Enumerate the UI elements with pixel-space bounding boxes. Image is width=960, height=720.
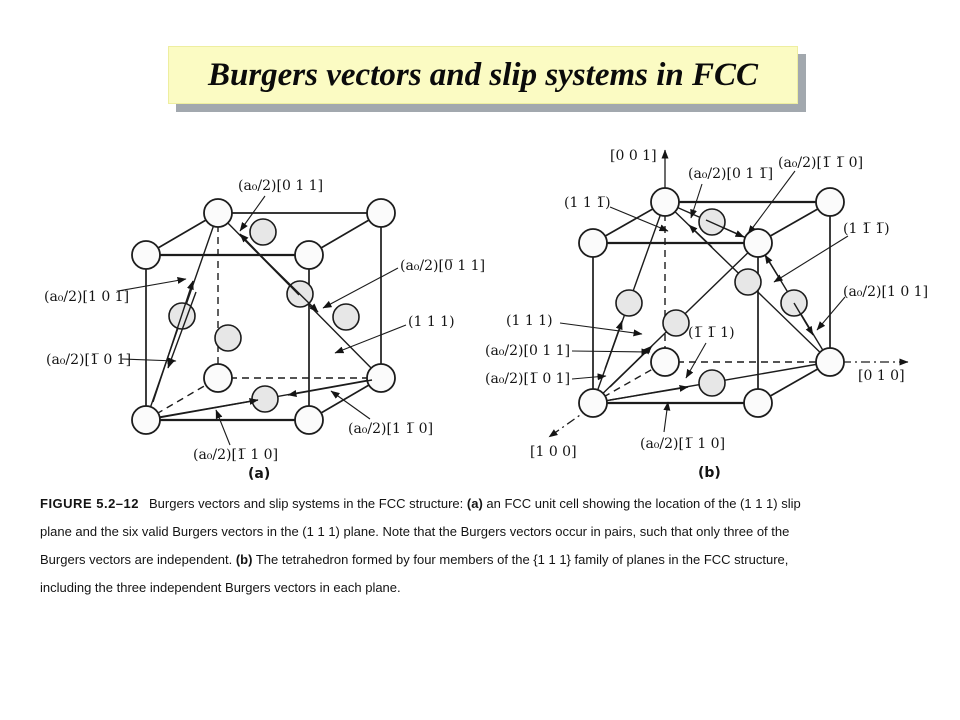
atom (203, 363, 233, 393)
subfigure-a-label: (a) (248, 466, 270, 482)
caption-text: Burgers vectors and slip systems in the … (149, 496, 467, 511)
leader-lines-a (117, 195, 407, 446)
label-a-burgers-0bar11: (a₀/2)[0̅ 1 1] (400, 258, 485, 274)
label-b-plane-1bar1bar1: (1̅ 1̅ 1) (688, 325, 735, 341)
atoms-a (131, 198, 396, 435)
atom (578, 228, 608, 258)
label-a-burgers-11bar0: (a₀/2)[1 1̅ 0] (348, 421, 433, 437)
atom (650, 347, 680, 377)
label-a-burgers-1bar10: (a₀/2)[1̅ 1 0] (193, 447, 278, 463)
subfigure-b-label: (b) (698, 465, 721, 481)
label-b-burgers-011bar: (a₀/2)[0 1 1̅] (688, 166, 773, 182)
burgers-vector-arrows-a (152, 233, 373, 418)
atom (743, 228, 773, 258)
atom (815, 347, 845, 377)
caption-ref-b: (b) (235, 552, 253, 567)
atom (366, 198, 396, 228)
caption-line-4: including the three independent Burgers … (40, 580, 401, 595)
label-a-burgers-011: (a₀/2)[0 1 1] (238, 178, 323, 194)
label-b-plane-11bar1bar: (1 1̅ 1̅) (843, 221, 890, 237)
atom (650, 187, 680, 217)
label-b-burgers-101: (a₀/2)[1 0 1] (843, 284, 928, 300)
atom (698, 369, 726, 397)
atom (203, 198, 233, 228)
label-b-burgers-1bar01: (a₀/2)[1̅ 0 1] (485, 371, 570, 387)
caption-text: The tetrahedron formed by four members o… (252, 552, 789, 567)
label-b-burgers-1bar10: (a₀/2)[1̅ 1 0] (640, 436, 725, 452)
slide-title: Burgers vectors and slip systems in FCC (207, 56, 759, 93)
atom (662, 309, 690, 337)
label-b-plane-111bar: (1 1 1̅) (564, 195, 611, 211)
atom (251, 385, 279, 413)
fcc-unit-cell-a: (a₀/2)[0 1 1] (a₀/2)[1 0 1̅] (a₀/2)[1̅ 0… (44, 178, 485, 482)
atom (615, 289, 643, 317)
atom (734, 268, 762, 296)
atom (294, 240, 324, 270)
atom (815, 187, 845, 217)
atom (131, 405, 161, 435)
atom (578, 388, 608, 418)
axis-label-100: [1 0 0] (530, 444, 577, 460)
label-a-plane-111: (1 1 1) (408, 314, 455, 330)
label-b-burgers-1bar1bar0: (a₀/2)[1̅ 1̅ 0] (778, 155, 863, 171)
atom (214, 324, 242, 352)
atom (131, 240, 161, 270)
atom (366, 363, 396, 393)
label-b-plane-111: (1 1 1) (506, 313, 553, 329)
slide-title-box: Burgers vectors and slip systems in FCC (168, 46, 798, 104)
tetrahedron-cell-b: [0 0 1] [0 1 0] [1 0 0] (1 1 1̅) (a₀/2)[… (485, 148, 928, 481)
atoms-b (578, 187, 845, 418)
caption-text: Burgers vectors are independent. (40, 552, 236, 567)
label-b-burgers-011: (a₀/2)[0 1 1] (485, 343, 570, 359)
atom (743, 388, 773, 418)
caption-line-3: Burgers vectors are independent. (b) The… (40, 546, 920, 574)
atom (332, 303, 360, 331)
axis-label-001: [0 0 1] (610, 148, 657, 164)
caption-line-1: FIGURE 5.2–12 Burgers vectors and slip sy… (40, 490, 920, 518)
label-a-burgers-101bar: (a₀/2)[1 0 1̅] (44, 289, 129, 305)
axis-label-010: [0 1 0] (858, 368, 905, 384)
caption-ref-a: (a) (466, 496, 483, 511)
caption-line-2: plane and the six valid Burgers vectors … (40, 524, 790, 539)
figure-number: FIGURE 5.2–12 (40, 496, 139, 511)
figure-5-2-12: (a₀/2)[0 1 1] (a₀/2)[1 0 1̅] (a₀/2)[1̅ 0… (44, 148, 928, 482)
atom (294, 405, 324, 435)
caption-text: an FCC unit cell showing the location of… (482, 496, 801, 511)
leader-lines-b (559, 170, 849, 433)
figure-caption: FIGURE 5.2–12 Burgers vectors and slip sy… (40, 490, 920, 602)
atom (249, 218, 277, 246)
label-a-burgers-1bar01: (a₀/2)[1̅ 0 1] (46, 352, 131, 368)
